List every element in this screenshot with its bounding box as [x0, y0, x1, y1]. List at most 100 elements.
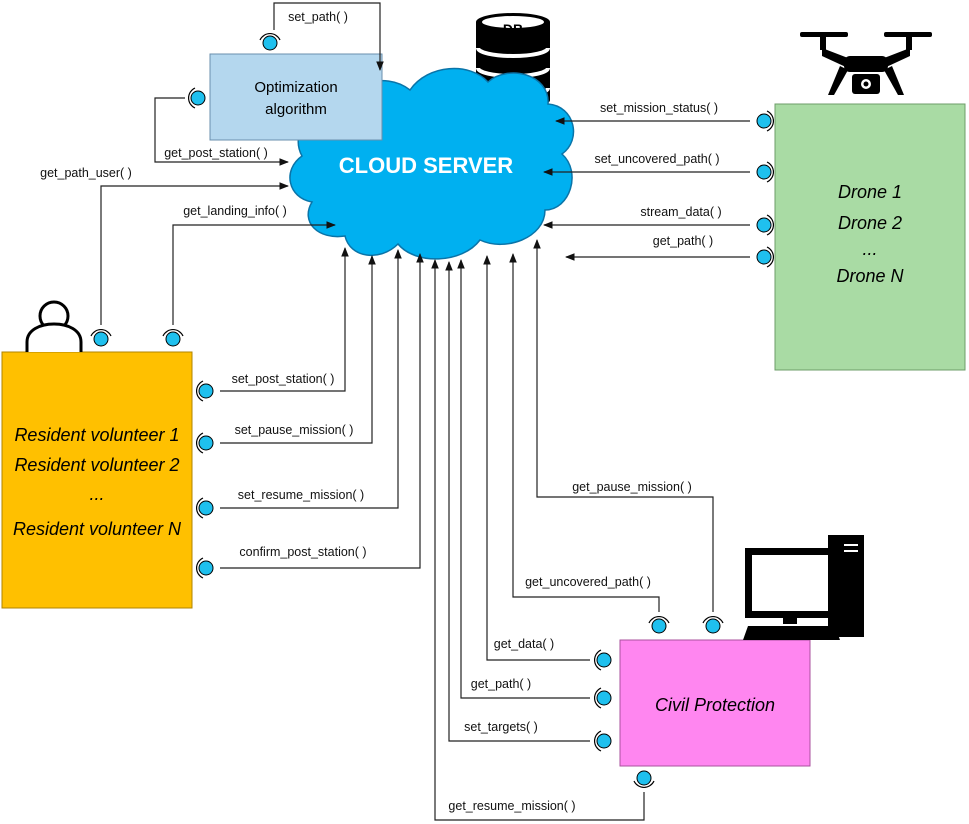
port-socket: [593, 730, 602, 752]
label-get-landing-info: get_landing_info( ): [183, 204, 287, 218]
resident-label-ellipsis: ...: [89, 484, 104, 504]
optimization-algorithm-box: [209, 53, 383, 141]
label-get-resume-mission: get_resume_mission( ): [448, 799, 575, 813]
interface-port: [756, 110, 775, 132]
label-stream-data: stream_data( ): [640, 205, 721, 219]
port-ball: [262, 35, 278, 51]
interface-port: [593, 687, 612, 709]
interface-port: [259, 32, 281, 51]
wire-confirm-post-station: [220, 253, 424, 569]
label-get-path-civil: get_path( ): [471, 677, 531, 691]
interface-port: [187, 87, 206, 109]
port-socket: [633, 780, 655, 789]
port-ball: [756, 249, 772, 265]
wire-set-post-station: [220, 247, 349, 392]
port-socket: [766, 214, 775, 236]
wire-get-post-station: [154, 97, 289, 166]
port-socket: [195, 497, 204, 519]
label-get-uncovered-path: get_uncovered_path( ): [525, 575, 651, 589]
port-socket: [195, 557, 204, 579]
label-set-targets: set_targets( ): [464, 720, 538, 734]
drones-box: [774, 103, 966, 371]
port-socket: [195, 380, 204, 402]
port-ball: [190, 90, 206, 106]
user-icon: [25, 300, 83, 352]
port-ball: [651, 618, 667, 634]
wire-set-pause-mission: [220, 255, 376, 444]
port-ball: [198, 435, 214, 451]
interface-ports: [90, 32, 775, 789]
port-socket: [162, 328, 184, 337]
label-set-uncovered-path: set_uncovered_path( ): [594, 152, 719, 166]
port-ball: [596, 690, 612, 706]
wire-set-resume-mission: [220, 249, 402, 509]
port-ball: [596, 652, 612, 668]
label-set-pause-mission: set_pause_mission( ): [235, 423, 354, 437]
port-socket: [593, 649, 602, 671]
label-get-post-station: get_post_station( ): [164, 146, 268, 160]
optimization-label-line1: Optimization: [254, 79, 337, 96]
interface-port: [648, 615, 670, 634]
port-socket: [766, 246, 775, 268]
label-set-post-station: set_post_station( ): [232, 372, 335, 386]
port-socket: [187, 87, 196, 109]
wire-get-data: [483, 255, 590, 661]
interface-port: [195, 432, 214, 454]
port-ball: [596, 733, 612, 749]
port-ball: [756, 113, 772, 129]
optimization-label-line2: algorithm: [265, 101, 327, 118]
interface-port: [593, 730, 612, 752]
cloud-server-title: CLOUD SERVER: [339, 153, 514, 178]
interface-port: [162, 328, 184, 347]
port-ball: [705, 618, 721, 634]
interface-port: [756, 246, 775, 268]
interface-port: [90, 328, 112, 347]
drone-icon: [800, 32, 932, 95]
port-socket: [648, 615, 670, 624]
label-get-data: get_data( ): [494, 637, 554, 651]
db-label: DB: [503, 21, 523, 37]
interface-port: [195, 497, 214, 519]
resident-label-1: Resident volunteer 1: [14, 425, 179, 445]
label-get-path-user: get_path_user( ): [40, 166, 132, 180]
resident-label-n: Resident volunteer N: [13, 519, 182, 539]
port-ball: [636, 770, 652, 786]
drone-label-n: Drone N: [836, 266, 904, 286]
label-get-pause-mission: get_pause_mission( ): [572, 480, 692, 494]
label-get-path-drone: get_path( ): [653, 234, 713, 248]
port-socket: [702, 615, 724, 624]
interface-port: [195, 380, 214, 402]
interface-port: [593, 649, 612, 671]
civil-protection-label: Civil Protection: [655, 695, 775, 715]
wire-get-resume-mission: [431, 259, 645, 821]
port-ball: [756, 217, 772, 233]
wire-get-landing-info: [172, 221, 336, 325]
port-socket: [90, 328, 112, 337]
port-ball: [93, 331, 109, 347]
port-ball: [198, 500, 214, 516]
port-ball: [198, 383, 214, 399]
drone-label-ellipsis: ...: [862, 239, 877, 259]
interface-port: [702, 615, 724, 634]
drone-label-1: Drone 1: [838, 182, 902, 202]
interface-port: [195, 557, 214, 579]
civil-protection-box: [619, 639, 811, 767]
port-ball: [165, 331, 181, 347]
label-set-path: set_path( ): [288, 10, 348, 24]
drone-label-2: Drone 2: [838, 213, 902, 233]
port-socket: [766, 110, 775, 132]
wire-set-path: [273, 2, 384, 71]
port-socket: [259, 32, 281, 41]
wire-get-path-user: [100, 182, 289, 325]
port-socket: [195, 432, 204, 454]
label-set-mission-status: set_mission_status( ): [600, 101, 718, 115]
interface-port: [756, 161, 775, 183]
resident-volunteers-box: [1, 351, 193, 609]
label-confirm-post-station: confirm_post_station( ): [239, 545, 366, 559]
port-ball: [198, 560, 214, 576]
label-set-resume-mission: set_resume_mission( ): [238, 488, 364, 502]
wire-set-targets: [445, 261, 590, 742]
port-socket: [593, 687, 602, 709]
port-socket: [766, 161, 775, 183]
